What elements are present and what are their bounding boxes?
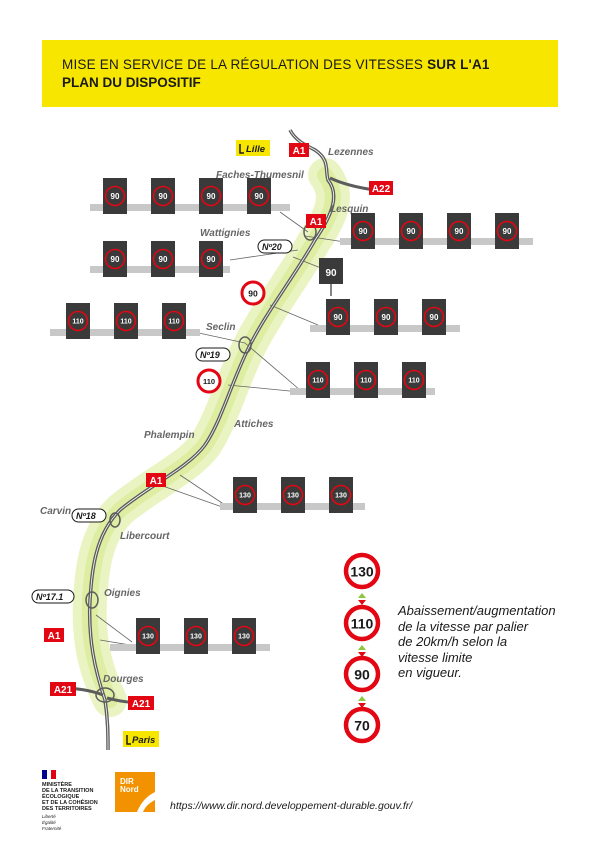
place-lezennes: Lezennes xyxy=(328,147,374,158)
legend-110: 110 xyxy=(351,616,374,632)
route-a1-phalempin: A1 xyxy=(150,476,163,487)
french-flag-icon xyxy=(42,770,57,779)
place-carvin: Carvin xyxy=(40,506,71,517)
route-a21-west: A21 xyxy=(54,685,73,696)
route-a1-oignies: A1 xyxy=(48,631,61,642)
route-a21-east: A21 xyxy=(132,699,151,710)
svg-text:Nº17.1: Nº17.1 xyxy=(36,592,63,602)
roadside-sign-90: 90 xyxy=(240,280,266,306)
legend-description: Abaissement/augmentation de la vitesse p… xyxy=(398,603,556,680)
place-faches: Faches-Thumesnil xyxy=(216,170,304,181)
gantry-phalempin xyxy=(232,476,354,514)
website-link[interactable]: https://www.dir.nord.developpement-durab… xyxy=(170,800,413,812)
road-icon xyxy=(137,792,155,812)
gantry-seclin-west xyxy=(65,302,187,340)
place-lesquin: Lesquin xyxy=(330,204,368,215)
place-dourges: Dourges xyxy=(103,674,144,685)
place-libercourt: Libercourt xyxy=(120,531,170,542)
svg-text:Nº18: Nº18 xyxy=(76,511,96,521)
roadside-sign-110: 110 xyxy=(196,368,222,394)
destination-lille: Lille xyxy=(236,140,270,156)
place-wattignies: Wattignies xyxy=(200,228,251,239)
route-a22: A22 xyxy=(372,184,391,195)
lille-label: Lille xyxy=(246,144,266,155)
gantry-oignies xyxy=(135,617,257,655)
place-attiches: Attiches xyxy=(233,419,274,430)
exit-19: Nº19 xyxy=(195,347,231,362)
exit-20: Nº20 xyxy=(257,239,293,254)
svg-text:90: 90 xyxy=(325,268,337,279)
title-line2: PLAN DU DISPOSITIF xyxy=(62,75,201,90)
svg-text:Nº20: Nº20 xyxy=(262,242,282,252)
gantry-seclin-south xyxy=(305,361,427,399)
exit-18: Nº18 xyxy=(71,508,107,523)
paris-label: Paris xyxy=(132,735,155,746)
a1-motorway xyxy=(59,129,376,751)
legend-70: 70 xyxy=(354,718,370,734)
legend-steps: 130 110 90 70 xyxy=(343,552,381,744)
panel-ramp-exit20: 90 xyxy=(319,258,343,296)
ministry-logo: MINISTÈRE DE LA TRANSITION ÉCOLOGIQUE ET… xyxy=(42,770,102,832)
place-seclin: Seclin xyxy=(206,322,235,333)
place-phalempin: Phalempin xyxy=(144,430,195,441)
legend-130: 130 xyxy=(350,564,374,580)
svg-text:Nº19: Nº19 xyxy=(200,350,220,360)
svg-text:90: 90 xyxy=(248,289,258,299)
title-line1: MISE EN SERVICE DE LA RÉGULATION DES VIT… xyxy=(62,57,490,72)
route-a1-north: A1 xyxy=(293,146,306,157)
exit-17-1: Nº17.1 xyxy=(31,589,75,604)
svg-text:110: 110 xyxy=(203,377,215,386)
destination-paris: Paris xyxy=(123,731,159,747)
gantry-seclin-east xyxy=(325,298,447,336)
gantry-wattignies xyxy=(102,240,224,278)
place-oignies: Oignies xyxy=(104,588,141,599)
title-banner: MISE EN SERVICE DE LA RÉGULATION DES VIT… xyxy=(42,40,558,107)
route-a1-lesquin: A1 xyxy=(310,217,323,228)
legend-90: 90 xyxy=(354,667,370,683)
